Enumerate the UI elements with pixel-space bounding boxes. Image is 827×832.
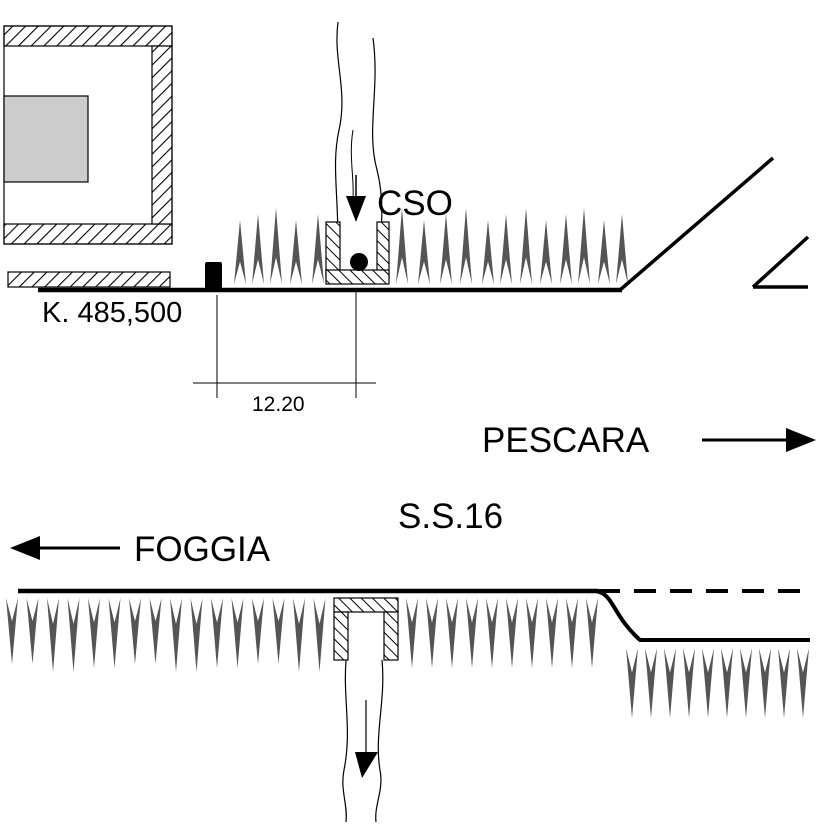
grass-spike-icon	[211, 598, 223, 668]
road-label: S.S.16	[398, 497, 503, 536]
km-marker-post	[205, 262, 222, 290]
grass-spike-icon	[252, 598, 264, 664]
grass-spike-icon	[626, 648, 638, 718]
lower-stream-bank-right	[375, 659, 384, 823]
grass-spike-icon	[252, 214, 264, 284]
grass-spike-icon	[440, 214, 452, 284]
branch-marker-diagonal	[751, 235, 810, 289]
grass-spike-icon	[740, 648, 752, 718]
lower-road	[18, 588, 810, 642]
grass-spike-icon	[47, 598, 59, 672]
grass-spike-icon	[6, 598, 18, 664]
foggia-label: FOGGIA	[134, 530, 271, 569]
grass-spike-icon	[664, 648, 676, 718]
grass-spike-icon	[406, 598, 418, 668]
culvert-wall-right	[383, 611, 399, 661]
grass-spike-icon	[272, 598, 285, 664]
grass-spike-icon	[578, 208, 590, 284]
grass-spike-icon	[645, 648, 657, 718]
flow-arrow-down-icon	[346, 196, 366, 222]
lower-stream-bank-left	[342, 659, 348, 823]
cso-label: CSO	[377, 184, 453, 223]
pescara-label: PESCARA	[482, 421, 650, 460]
grass-spike-icon	[759, 648, 771, 718]
grass-spike-icon	[313, 598, 326, 672]
grass-spike-icon	[426, 598, 438, 668]
grass-spike-icon	[482, 220, 494, 284]
road-branch-diagonal	[618, 156, 775, 292]
grass-spike-icon	[26, 598, 39, 664]
low-wall	[7, 271, 171, 288]
grass-spike-icon	[702, 648, 714, 718]
grass-spike-icon	[396, 208, 408, 284]
grass-spike-icon	[500, 214, 512, 284]
grass-spike-icon	[540, 220, 552, 284]
grass-spike-icon	[190, 598, 203, 672]
grass-spike-icon	[270, 208, 282, 284]
arrow-left-icon	[10, 536, 120, 560]
grass-spike-icon	[67, 598, 80, 672]
upper-road	[38, 156, 810, 293]
grass-spike-icon	[586, 598, 598, 668]
grass-spike-icon	[560, 214, 572, 284]
dimension-label: 12.20	[252, 393, 305, 416]
lower-road-drop	[595, 589, 810, 642]
grass-spike-icon	[683, 648, 695, 718]
grass-spike-icon	[88, 598, 100, 668]
arrow-right-icon	[702, 428, 816, 452]
lower-stream	[333, 597, 399, 823]
grass-spike-icon	[546, 598, 558, 668]
grass-spike-icon	[129, 598, 141, 664]
building-wall-right	[151, 45, 173, 225]
building-inner-room	[3, 95, 89, 183]
upper-stream	[325, 21, 390, 285]
grass-spike-icon	[721, 648, 733, 718]
grass-spike-icon	[566, 598, 578, 668]
culvert-top	[333, 597, 399, 613]
culvert-wall-left	[333, 611, 349, 661]
grass-spike-icon	[418, 220, 430, 284]
grass-spike-icon	[616, 214, 628, 284]
grass-spike-icon	[520, 208, 532, 284]
grass-spike-icon	[506, 598, 518, 668]
grass-spike-icon	[797, 648, 809, 718]
building-wall-top	[3, 25, 173, 47]
grass-spike-icon	[108, 598, 121, 668]
grass-spike-icon	[170, 598, 182, 672]
building-wall-bottom	[3, 223, 173, 245]
manhole-icon	[350, 253, 368, 271]
vegetation-lower-right	[626, 648, 809, 718]
vegetation-lower	[6, 598, 598, 672]
grass-spike-icon	[460, 208, 472, 284]
grass-spike-icon	[446, 598, 458, 668]
grass-spike-icon	[778, 648, 790, 718]
lower-flow-arrow-down-icon	[355, 752, 378, 778]
cso-base	[325, 269, 390, 285]
grass-spike-icon	[526, 598, 538, 668]
grass-spike-icon	[149, 598, 162, 664]
vegetation-upper	[234, 208, 628, 284]
grass-spike-icon	[290, 220, 302, 284]
km-label: K. 485,500	[42, 297, 182, 329]
grass-spike-icon	[293, 598, 305, 672]
grass-spike-icon	[598, 220, 610, 284]
grass-spike-icon	[466, 598, 478, 668]
grass-spike-icon	[234, 220, 246, 284]
grass-spike-icon	[486, 598, 498, 668]
grass-spike-icon	[312, 214, 324, 284]
grass-spike-icon	[231, 598, 244, 668]
dimension-line	[193, 288, 376, 398]
building	[3, 25, 173, 245]
